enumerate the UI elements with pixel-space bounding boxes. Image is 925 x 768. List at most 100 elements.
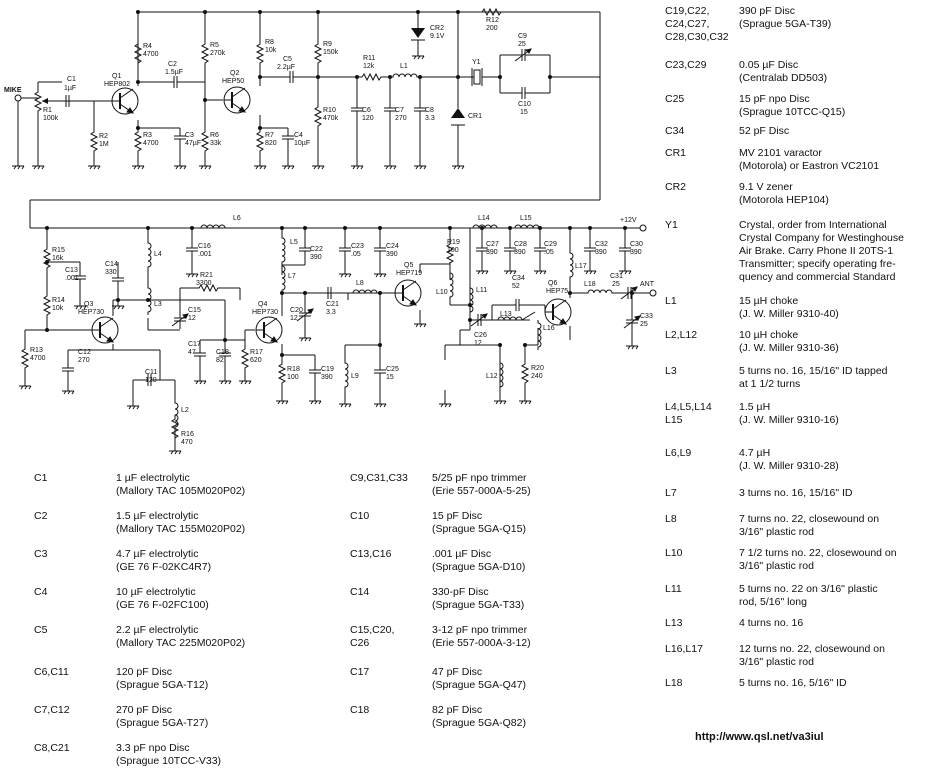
part-description: 4.7 µF electrolytic (GE 76 F-02KC4R7) — [116, 548, 212, 573]
part-description: Crystal, order from International Crysta… — [739, 219, 904, 283]
svg-text:C17: C17 — [188, 341, 201, 348]
svg-text:.05: .05 — [544, 249, 554, 256]
part-description: 0.05 µF Disc (Centralab DD503) — [739, 59, 828, 84]
svg-text:C13: C13 — [65, 267, 78, 274]
part-ref: C6,C11 — [34, 666, 69, 678]
svg-text:C34: C34 — [512, 275, 525, 282]
svg-text:L8: L8 — [356, 280, 364, 287]
svg-text:10k: 10k — [52, 305, 64, 312]
svg-text:12: 12 — [290, 315, 298, 322]
svg-text:C19: C19 — [321, 366, 334, 373]
part-description: 12 turns no. 22, closewound on 3/16" pla… — [739, 643, 885, 668]
part-description: 3 turns no. 16, 15/16" ID — [739, 487, 853, 499]
part-description: 52 pF Disc — [739, 125, 790, 137]
part-ref: L16,L17 — [665, 643, 703, 655]
svg-text:Q1: Q1 — [112, 73, 121, 80]
svg-text:C8: C8 — [425, 107, 434, 114]
svg-text:C3: C3 — [185, 132, 194, 139]
svg-text:9.1V: 9.1V — [430, 33, 445, 40]
svg-text:100: 100 — [287, 374, 299, 381]
svg-text:L3: L3 — [154, 301, 162, 308]
part-ref: C1 — [34, 472, 48, 484]
part-description: 270 pF Disc (Sprague 5GA-T27) — [116, 704, 209, 729]
part-ref: L1 — [665, 295, 677, 307]
svg-text:CR1: CR1 — [468, 113, 482, 120]
schematic-labels: MIKE C1 1µF R1 100k Q1 HEP802 R2 1M R4 4… — [4, 17, 655, 446]
svg-text:C33: C33 — [640, 313, 653, 320]
parts-list-left: C1 1 µF electrolytic (Mallory TAC 105M020… — [34, 470, 354, 767]
svg-text:47µF: 47µF — [185, 140, 201, 147]
part-description: 10 µH choke (J. W. Miller 9310-36) — [739, 329, 839, 354]
svg-text:Y1: Y1 — [472, 59, 481, 66]
svg-text:R18: R18 — [287, 366, 300, 373]
svg-text:15: 15 — [520, 109, 528, 116]
svg-text:390: 390 — [630, 249, 642, 256]
svg-text:+12V: +12V — [620, 217, 637, 224]
svg-text:R8: R8 — [265, 39, 274, 46]
svg-text:C21: C21 — [326, 301, 339, 308]
svg-text:15: 15 — [386, 374, 394, 381]
svg-text:C1: C1 — [67, 76, 76, 83]
svg-text:C16: C16 — [198, 243, 211, 250]
part-description: 7 1/2 turns no. 22, closewound on 3/16" … — [739, 547, 897, 572]
part-ref: C18 — [350, 704, 370, 716]
svg-text:1µF: 1µF — [64, 85, 76, 92]
svg-text:C10: C10 — [518, 101, 531, 108]
part-description: 9.1 V zener (Motorola HEP104) — [739, 181, 829, 206]
part-ref: C4 — [34, 586, 48, 598]
part-description: MV 2101 varactor (Motorola) or Eastron V… — [739, 147, 880, 172]
part-description: 1 µF electrolytic (Mallory TAC 105M020P0… — [116, 472, 246, 497]
svg-text:100: 100 — [447, 247, 459, 254]
svg-text:L15: L15 — [520, 215, 532, 222]
part-ref: C8,C21 — [34, 742, 70, 754]
svg-text:R16: R16 — [181, 431, 194, 438]
part-description: 3-12 pF npo trimmer (Erie 557-000A-3-12) — [432, 624, 531, 649]
svg-text:3.3: 3.3 — [425, 115, 435, 122]
svg-text:240: 240 — [531, 373, 543, 380]
svg-text:R14: R14 — [52, 297, 65, 304]
svg-text:82: 82 — [216, 357, 224, 364]
svg-text:270k: 270k — [210, 50, 226, 57]
svg-text:R11: R11 — [363, 55, 375, 62]
svg-text:270: 270 — [395, 115, 407, 122]
svg-text:470k: 470k — [323, 115, 339, 122]
svg-text:R12: R12 — [486, 17, 499, 24]
part-ref: C34 — [665, 125, 685, 137]
svg-text:C18: C18 — [216, 349, 229, 356]
part-ref: C13,C16 — [350, 548, 392, 560]
bottom-stage-wiring — [24, 224, 657, 440]
part-ref: C17 — [350, 666, 370, 678]
bottom-stage-components — [18, 224, 641, 455]
svg-text:.05: .05 — [351, 251, 361, 258]
svg-text:R21: R21 — [200, 272, 213, 279]
part-ref: C2 — [34, 510, 48, 522]
svg-text:L6: L6 — [233, 215, 241, 222]
part-description: 47 pF Disc (Sprague 5GA-Q47) — [432, 666, 526, 691]
svg-text:270: 270 — [78, 357, 90, 364]
svg-text:25: 25 — [612, 281, 620, 288]
part-description: 2.2 µF electrolytic (Mallory TAC 225M020… — [116, 624, 246, 649]
svg-text:C7: C7 — [395, 107, 404, 114]
source-url: http://www.qsl.net/va3iul — [695, 731, 824, 743]
svg-text:C32: C32 — [595, 241, 608, 248]
svg-text:Q6: Q6 — [548, 280, 557, 287]
svg-text:C22: C22 — [310, 246, 323, 253]
svg-text:10µF: 10µF — [294, 140, 310, 147]
svg-text:L4: L4 — [154, 251, 162, 258]
part-ref: C10 — [350, 510, 370, 522]
part-ref: C19,C22, C24,C27, C28,C30,C32 — [665, 5, 729, 43]
svg-text:L2: L2 — [181, 407, 189, 414]
svg-text:C26: C26 — [474, 332, 487, 339]
part-ref: C23,C29 — [665, 59, 707, 71]
svg-text:Q3: Q3 — [84, 301, 93, 308]
part-ref: C5 — [34, 624, 48, 636]
svg-text:R3: R3 — [143, 132, 152, 139]
svg-text:R7: R7 — [265, 132, 274, 139]
part-description: .001 µF Disc (Sprague 5GA-D10) — [432, 548, 526, 573]
svg-text:470: 470 — [181, 439, 193, 446]
svg-text:R13: R13 — [30, 347, 43, 354]
svg-text:L12: L12 — [486, 373, 498, 380]
svg-text:C23: C23 — [351, 243, 364, 250]
part-ref: CR1 — [665, 147, 687, 159]
